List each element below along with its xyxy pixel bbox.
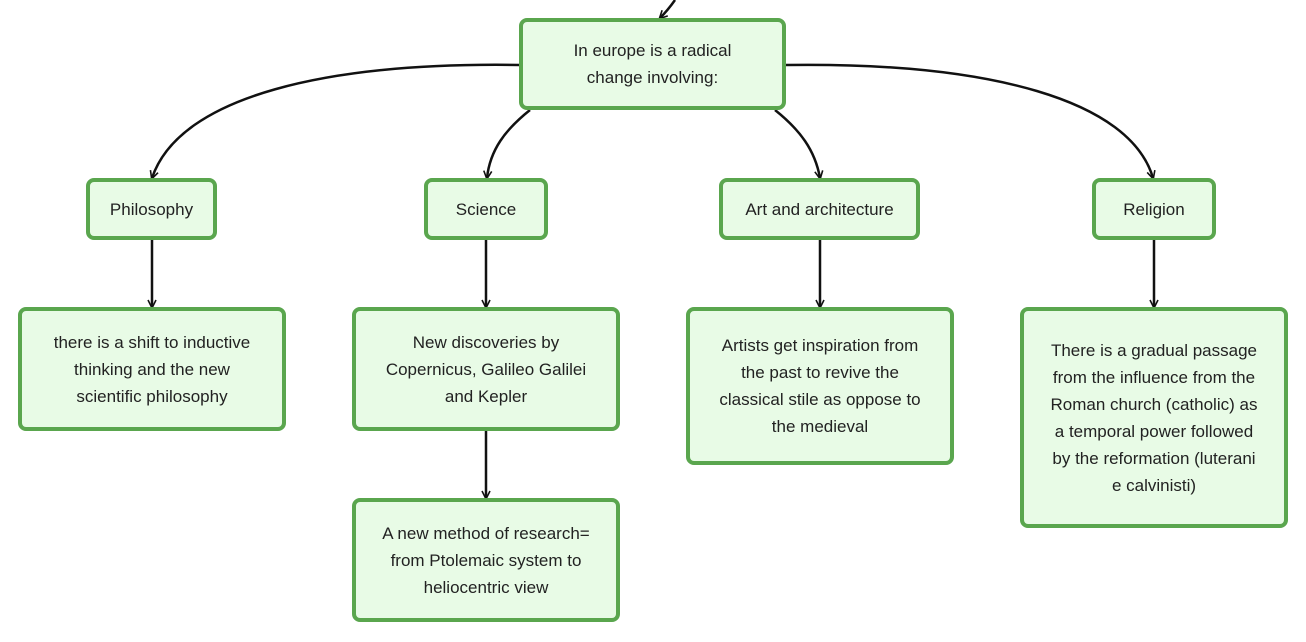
edge-root-to-science bbox=[487, 109, 531, 178]
religion-detail-node[interactable]: There is a gradual passage from the infl… bbox=[1020, 307, 1288, 528]
art-node[interactable]: Art and architecture bbox=[719, 178, 920, 240]
philosophy-node[interactable]: Philosophy bbox=[86, 178, 217, 240]
philosophy-detail-node[interactable]: there is a shift to inductive thinking a… bbox=[18, 307, 286, 431]
edge-root-to-religion bbox=[784, 63, 1153, 178]
religion-node[interactable]: Religion bbox=[1092, 178, 1216, 240]
science-detail-node[interactable]: New discoveries by Copernicus, Galileo G… bbox=[352, 307, 620, 431]
edge-root-to-art bbox=[774, 109, 820, 178]
edge-incoming-root bbox=[660, 0, 677, 18]
science-node[interactable]: Science bbox=[424, 178, 548, 240]
art-detail-node[interactable]: Artists get inspiration from the past to… bbox=[686, 307, 954, 465]
edge-root-to-philosophy bbox=[152, 63, 521, 178]
root-node[interactable]: In europe is a radical change involving: bbox=[519, 18, 786, 110]
science-method-node[interactable]: A new method of research= from Ptolemaic… bbox=[352, 498, 620, 622]
